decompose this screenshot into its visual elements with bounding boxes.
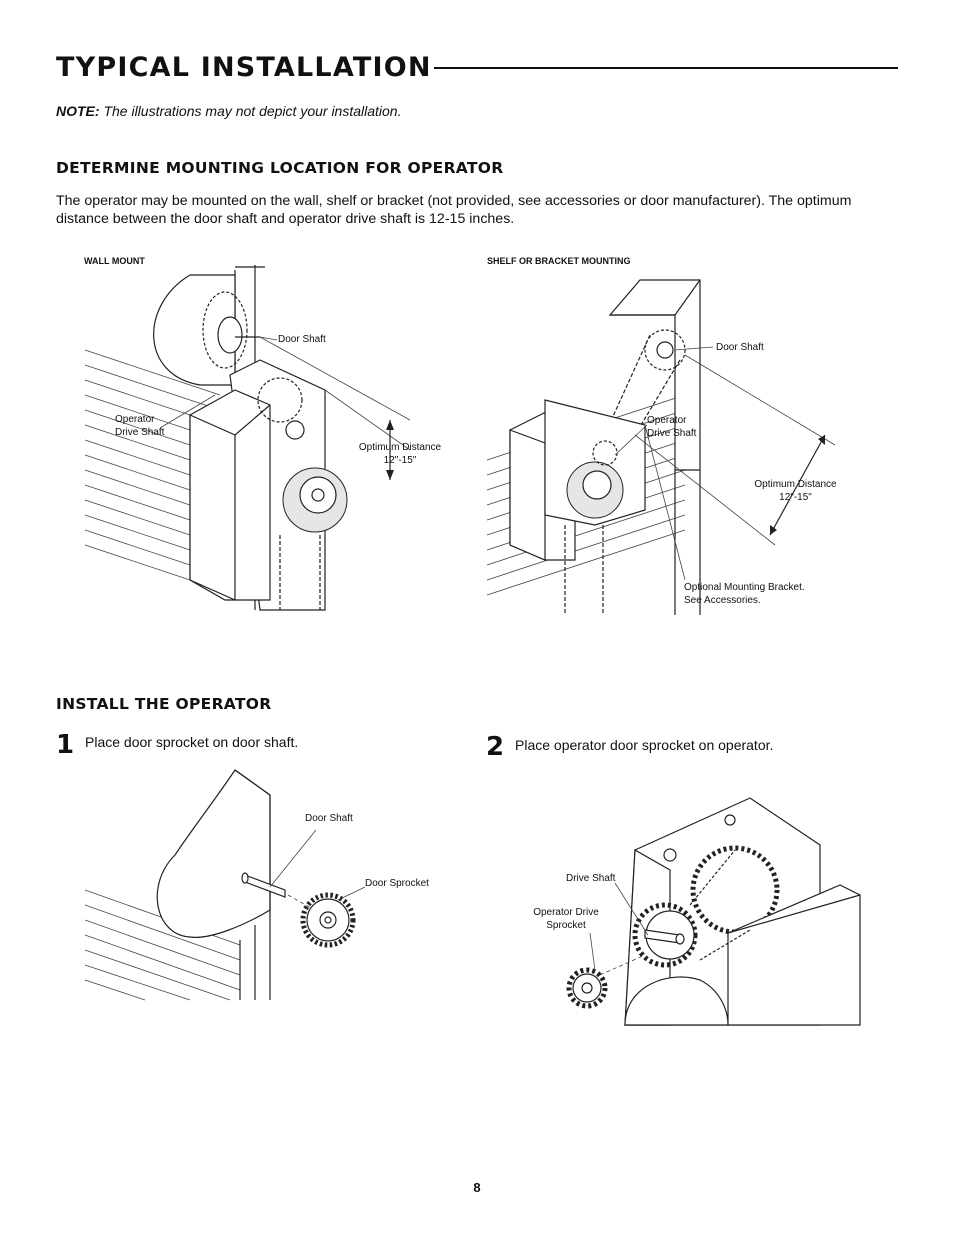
note: NOTE: The illustrations may not depict y… (56, 103, 402, 119)
note-label: NOTE: (56, 103, 100, 119)
wall-optimum-distance-label: Optimum Distance 12"-15" (355, 441, 445, 467)
step1-illustration (84, 769, 366, 1001)
step1-door-shaft-label: Door Shaft (305, 813, 353, 824)
note-text: The illustrations may not depict your in… (99, 103, 402, 119)
page-number: 8 (473, 1180, 481, 1195)
wall-operator-label-line1: Operator (115, 414, 155, 425)
wall-door-shaft-label: Door Shaft (278, 334, 326, 345)
shelf-mount-caption: SHELF OR BRACKET MOUNTING (487, 256, 631, 266)
wall-distance-line1: Optimum Distance (358, 442, 442, 453)
shelf-operator-label-line1: Operator (647, 415, 687, 426)
sprocket-label-line1: Operator Drive (533, 907, 599, 918)
optional-bracket-label: Optional Mounting Bracket. See Accessorie… (684, 581, 805, 607)
shelf-operator-label-line2: Drive Shaft (647, 428, 697, 439)
wall-distance-line2: 12"-15" (383, 455, 417, 466)
step2-drive-shaft-label: Drive Shaft (566, 873, 616, 884)
step1-text: Place door sprocket on door shaft. (85, 734, 299, 750)
shelf-mount-illustration (486, 279, 836, 615)
bracket-label-line2: See Accessories. (684, 595, 761, 606)
step2-text: Place operator door sprocket on operator… (515, 737, 774, 753)
sprocket-label-line2: Sprocket (546, 920, 586, 931)
step2-illustration (566, 797, 861, 1026)
step1-number: 1 (56, 730, 75, 760)
step2-number: 2 (486, 732, 505, 762)
bracket-label-line1: Optional Mounting Bracket. (684, 582, 805, 593)
shelf-distance-line1: Optimum Distance (754, 479, 837, 490)
shelf-door-shaft-label: Door Shaft (716, 342, 764, 353)
shelf-distance-line2: 12"-15" (779, 492, 812, 503)
wall-mount-illustration (84, 265, 411, 611)
title-rule (434, 67, 898, 69)
mounting-description: The operator may be mounted on the wall,… (56, 193, 852, 227)
wall-mount-caption: WALL MOUNT (84, 256, 145, 266)
step1-door-sprocket-label: Door Sprocket (365, 878, 429, 889)
install-heading: INSTALL THE OPERATOR (56, 695, 272, 713)
wall-operator-label-line2: Drive Shaft (115, 427, 165, 438)
mounting-heading: DETERMINE MOUNTING LOCATION FOR OPERATOR (56, 159, 504, 177)
shelf-optimum-distance-label: Optimum Distance 12"-15" (748, 478, 843, 504)
page-title: TYPICAL INSTALLATION (56, 52, 432, 83)
